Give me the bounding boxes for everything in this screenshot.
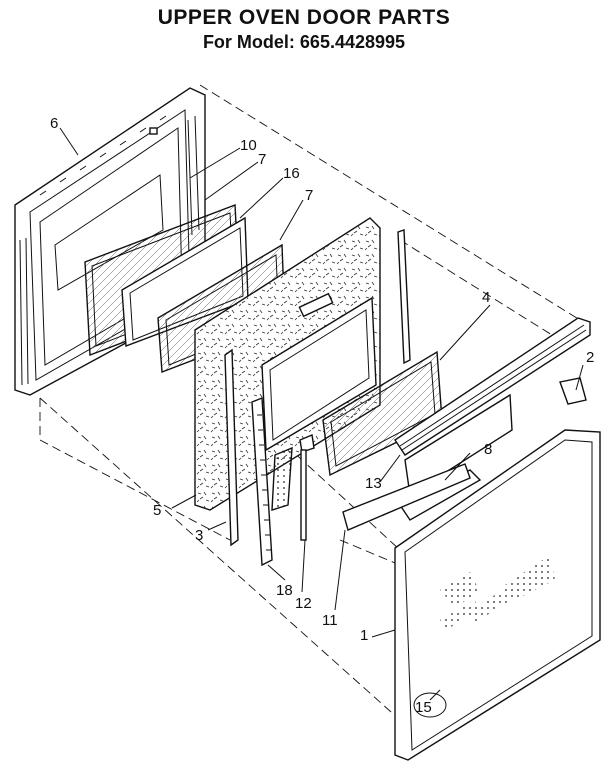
- callout-5: 5: [153, 502, 161, 519]
- part-12-slide-rod: [300, 449, 307, 541]
- callout-7-upper: 7: [258, 151, 266, 168]
- callout-3: 3: [195, 527, 203, 544]
- part-5-insulation-panel: [194, 217, 381, 511]
- part-3-side-channel: [224, 348, 239, 547]
- part-1-outer-door-panel: [394, 429, 601, 761]
- callout-12: 12: [295, 595, 312, 612]
- part-18-perforated-strip: [251, 396, 273, 567]
- callout-16: 16: [283, 165, 300, 182]
- part-11-vent-strip: [342, 463, 471, 531]
- assembly-guide-lines: [39, 84, 581, 721]
- callout-labels: 6 10 7 16 7 4 2 8 13 5 3 18 12 11 1 15: [50, 115, 594, 716]
- small-bracket-parts: [271, 434, 315, 511]
- callout-15: 15: [415, 699, 432, 716]
- callout-leader-lines: [59, 127, 584, 701]
- callout-7-lower: 7: [305, 187, 313, 204]
- part-2-door-handle: [394, 317, 591, 456]
- diagram-title: UPPER OVEN DOOR PARTS: [157, 6, 451, 29]
- callout-6: 6: [50, 115, 58, 132]
- callout-10: 10: [240, 137, 257, 154]
- model-subtitle: For Model: 665.4428995: [202, 32, 406, 52]
- part-7-rear-rail: [397, 229, 411, 365]
- callout-8: 8: [484, 441, 492, 458]
- callout-18: 18: [276, 582, 293, 599]
- callout-4: 4: [482, 289, 490, 306]
- callout-2: 2: [586, 349, 594, 366]
- callout-11: 11: [322, 612, 338, 629]
- callout-1: 1: [360, 627, 368, 644]
- callout-13: 13: [365, 475, 382, 492]
